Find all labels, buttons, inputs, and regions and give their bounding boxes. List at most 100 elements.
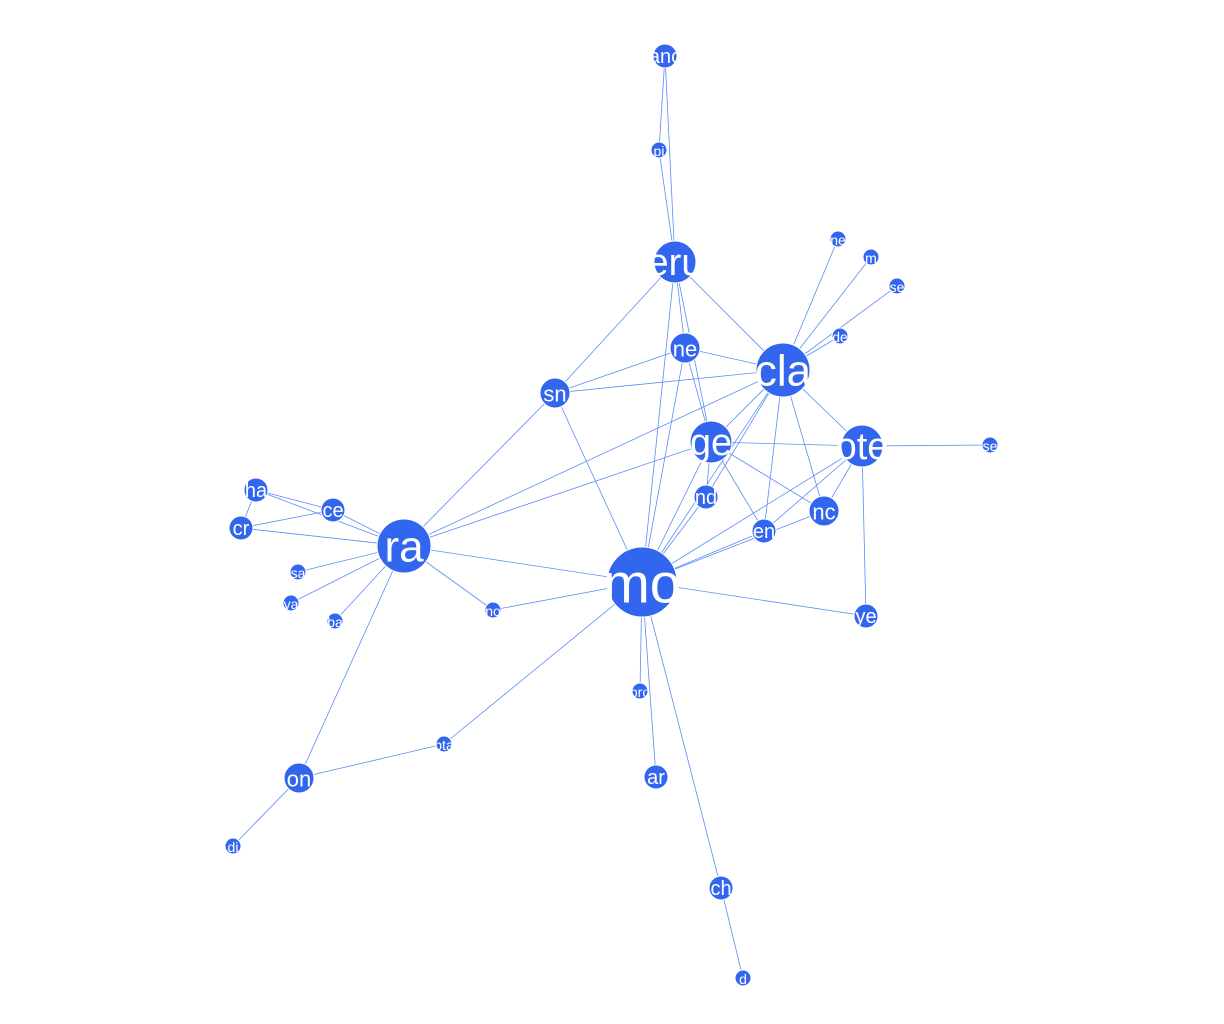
node-circle	[808, 495, 840, 527]
node-circle	[643, 764, 669, 790]
node-circle	[853, 603, 879, 629]
node-ye[interactable]: ye	[853, 603, 879, 629]
node-circle	[650, 141, 668, 159]
edge-mo-pta	[443, 581, 643, 745]
node-label: d	[739, 971, 747, 987]
edge-ge-ra	[403, 441, 712, 547]
node-label: de	[832, 329, 848, 345]
node-se2[interactable]: se	[981, 436, 999, 454]
node-nd[interactable]: nd	[693, 484, 719, 510]
node-circle	[282, 594, 300, 612]
node-ra[interactable]: ra	[376, 518, 432, 574]
node-circle	[652, 43, 678, 69]
edge-on-di	[232, 777, 300, 847]
node-se[interactable]: se	[888, 277, 906, 295]
edge-eru-sn	[554, 261, 676, 394]
node-label: se	[983, 438, 998, 454]
node-circle	[981, 436, 999, 454]
node-cr[interactable]: cr	[228, 515, 254, 541]
node-circle	[484, 601, 502, 619]
node-circle	[669, 332, 701, 364]
node-label: en	[753, 521, 775, 543]
node-circle	[862, 248, 880, 266]
node-cla[interactable]: cla	[755, 342, 812, 398]
node-label: ote	[836, 426, 889, 468]
node-circle	[228, 515, 254, 541]
node-nc[interactable]: nc	[808, 495, 840, 527]
node-label: pro	[630, 684, 650, 700]
node-label: di	[228, 839, 239, 855]
node-ba[interactable]: ba	[326, 612, 344, 630]
node-va[interactable]: va	[282, 594, 300, 612]
node-no[interactable]: no	[484, 601, 502, 619]
node-en[interactable]: en	[751, 518, 777, 544]
node-circle	[831, 327, 849, 345]
node-ar[interactable]: ar	[643, 764, 669, 790]
node-circle	[289, 563, 307, 581]
node-circle	[326, 612, 344, 630]
node-label: ce	[322, 500, 343, 522]
edge-cla-mo	[641, 369, 784, 583]
node-ch[interactable]: ch	[708, 875, 734, 901]
node-circle	[693, 484, 719, 510]
node-label: mo	[603, 552, 681, 615]
node-circle	[224, 837, 242, 855]
node-label: eru	[648, 242, 703, 284]
node-pro[interactable]: pro	[630, 682, 650, 700]
node-label: ne	[830, 232, 846, 248]
node-ote[interactable]: ote	[836, 424, 889, 468]
node-circle	[376, 518, 432, 574]
edge-cr-ce	[240, 509, 334, 529]
edge-ote-en	[763, 445, 863, 532]
node-circle	[606, 546, 678, 618]
node-ne2[interactable]: ne	[829, 230, 847, 248]
node-on[interactable]: on	[283, 762, 315, 794]
node-sn[interactable]: sn	[539, 377, 571, 409]
edge-ote-mo	[641, 445, 863, 583]
node-pta[interactable]: pta	[434, 735, 454, 753]
node-circle	[435, 735, 453, 753]
node-ha[interactable]: ha	[243, 477, 269, 503]
edge-ote-ye	[861, 445, 867, 617]
node-ce[interactable]: ce	[320, 497, 346, 523]
node-circle	[283, 762, 315, 794]
node-label: sa	[291, 565, 306, 581]
edge-ge-nc	[710, 441, 825, 512]
node-eru[interactable]: eru	[648, 240, 703, 284]
node-label: ge	[690, 422, 732, 464]
edge-sn-ra	[403, 392, 556, 547]
node-circle	[751, 518, 777, 544]
edge-mo-ch	[641, 581, 722, 889]
node-label: ha	[245, 480, 268, 502]
node-d[interactable]: d	[734, 969, 752, 987]
node-pi[interactable]: pi	[650, 141, 668, 159]
node-label: no	[485, 603, 501, 619]
node-label: sn	[543, 382, 566, 407]
node-label: cr	[233, 518, 250, 540]
node-circle	[840, 424, 884, 468]
node-di[interactable]: di	[224, 837, 242, 855]
edge-ge-ote	[710, 441, 863, 447]
node-label: ba	[327, 614, 343, 630]
edge-ha-ce	[255, 489, 334, 511]
node-label: va	[284, 596, 299, 612]
edge-on-pta	[298, 743, 445, 779]
node-label: m	[865, 250, 877, 266]
node-anc[interactable]: anc	[649, 43, 681, 69]
node-label: nd	[695, 487, 717, 509]
edge-mo-ye	[641, 581, 867, 617]
node-de[interactable]: de	[831, 327, 849, 345]
edge-ra-on	[298, 545, 405, 779]
node-mo[interactable]: mo	[603, 546, 681, 618]
node-ne[interactable]: ne	[669, 332, 701, 364]
node-label: cla	[755, 347, 812, 396]
node-ge[interactable]: ge	[689, 420, 733, 464]
node-circle	[689, 420, 733, 464]
edge-eru-mo	[641, 261, 676, 583]
node-sa[interactable]: sa	[289, 563, 307, 581]
node-label: nc	[812, 500, 835, 525]
node-label: se	[890, 279, 905, 295]
edge-cla-sn	[554, 369, 784, 394]
node-circle	[631, 682, 649, 700]
node-m[interactable]: m	[862, 248, 880, 266]
